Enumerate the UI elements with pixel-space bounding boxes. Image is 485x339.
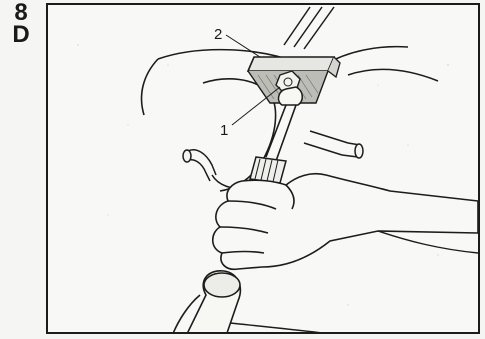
step-label: 8 D xyxy=(6,2,36,46)
step-letter: D xyxy=(6,24,36,46)
illustration-frame: 2 1 xyxy=(46,3,480,334)
callout-1: 1 xyxy=(220,122,228,139)
callout-2: 2 xyxy=(214,26,222,43)
axle-rod xyxy=(304,131,363,158)
line-drawing: 2 1 xyxy=(48,5,480,334)
shock-absorber xyxy=(172,271,240,334)
